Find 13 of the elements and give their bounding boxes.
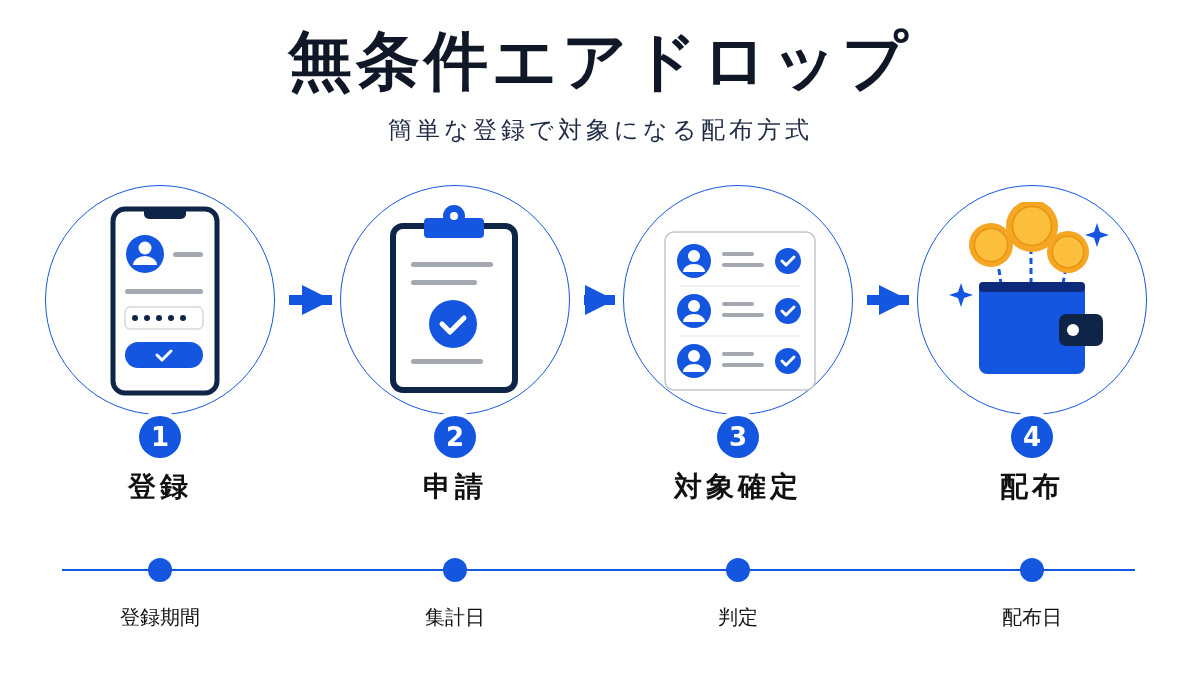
timeline-label: 集計日 [425,604,485,631]
step-label: 配布 [1000,469,1064,505]
arrow [867,285,909,315]
timeline-label: 配布日 [1002,604,1062,631]
step-label: 登録 [128,469,192,505]
step-label: 申請 [423,469,487,505]
arrow [289,285,332,315]
timeline-label: 判定 [718,604,758,631]
arrow [584,285,615,315]
subtitle: 簡単な登録で対象になる配布方式 [387,115,813,146]
step-label: 対象確定 [674,469,802,505]
timeline-label: 登録期間 [120,604,200,631]
title: 無条件エアドロップ [288,23,912,100]
